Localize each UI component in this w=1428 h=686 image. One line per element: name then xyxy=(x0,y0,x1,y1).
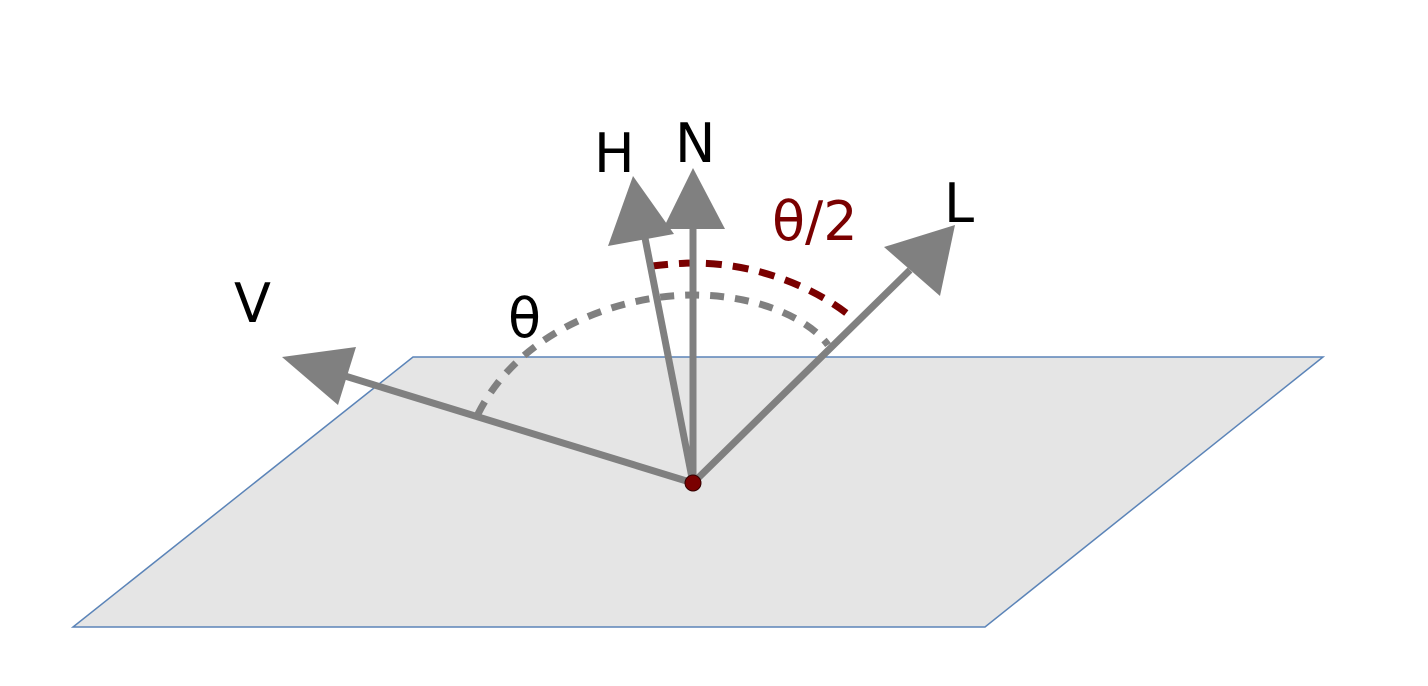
half-theta-arc xyxy=(651,259,858,323)
label-h: H xyxy=(594,122,635,185)
label-n: N xyxy=(675,112,715,175)
vector-h xyxy=(608,176,697,484)
surface-point xyxy=(684,474,702,492)
label-half-theta: θ/2 xyxy=(772,190,858,253)
vector-n xyxy=(663,168,725,483)
label-v: V xyxy=(234,272,271,335)
label-l: L xyxy=(944,172,974,235)
surface-plane xyxy=(70,356,1326,628)
vector-v xyxy=(282,347,695,487)
vector-l xyxy=(690,225,955,486)
label-theta: θ xyxy=(508,287,541,350)
